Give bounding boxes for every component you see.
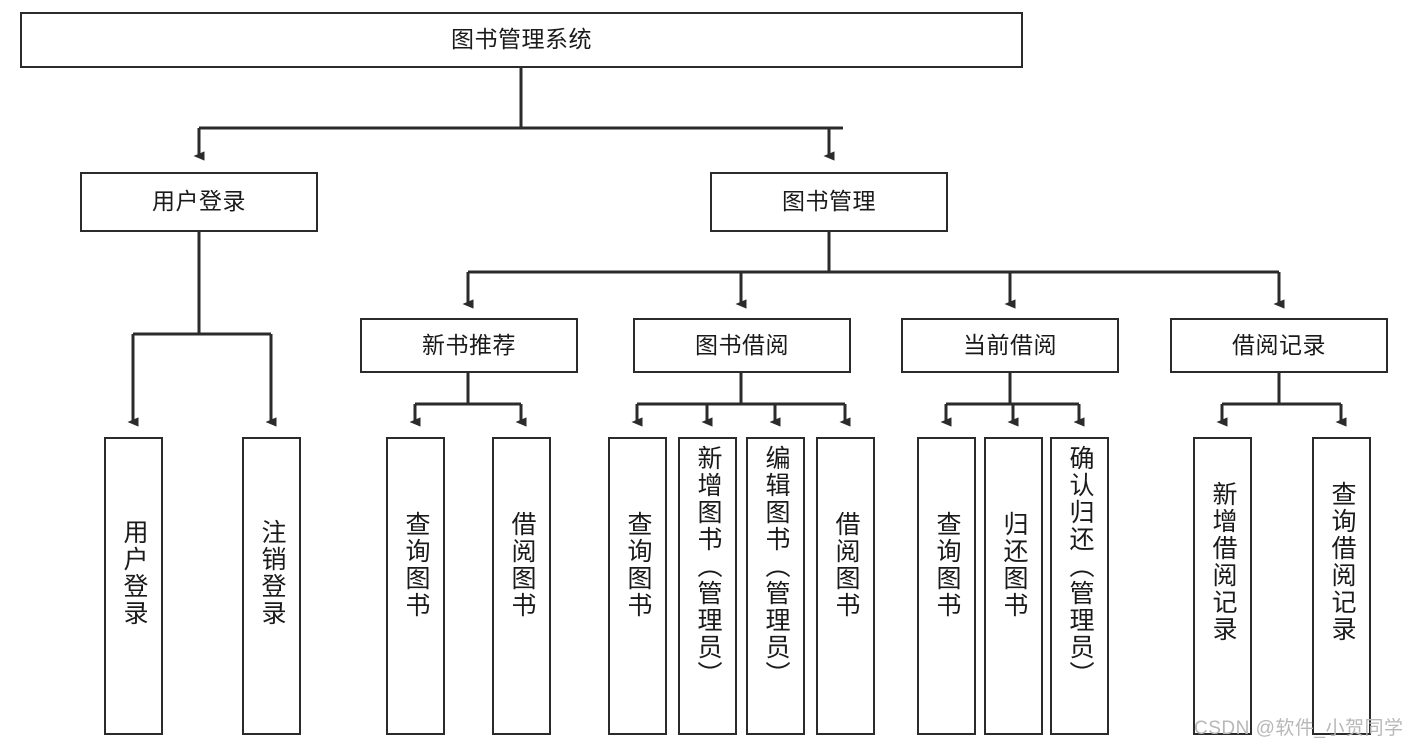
node-current-borrow-label: 当前借阅 (963, 331, 1057, 358)
leaf-query-borrow-record-label: 查询借阅记录 (1328, 481, 1356, 643)
leaf-query-book-borrow[interactable]: 查询图书 (608, 437, 667, 735)
node-borrow-record[interactable]: 借阅记录 (1170, 318, 1388, 373)
node-book-management[interactable]: 图书管理 (710, 172, 948, 232)
leaf-borrow-book-recommend-label: 借阅图书 (508, 511, 536, 619)
node-new-book-recommend[interactable]: 新书推荐 (360, 318, 578, 373)
leaf-query-book-current[interactable]: 查询图书 (917, 437, 976, 735)
leaf-logout[interactable]: 注销登录 (242, 437, 301, 735)
leaf-return-book[interactable]: 归还图书 (984, 437, 1043, 735)
node-user-login[interactable]: 用户登录 (80, 172, 318, 232)
node-book-management-label: 图书管理 (782, 188, 876, 215)
node-user-login-label: 用户登录 (152, 188, 246, 215)
leaf-user-login-label: 用户登录 (120, 519, 148, 627)
leaf-query-book-borrow-label: 查询图书 (624, 511, 652, 619)
node-root-label: 图书管理系统 (451, 26, 592, 53)
node-book-borrow[interactable]: 图书借阅 (633, 318, 851, 373)
leaf-query-book-recommend[interactable]: 查询图书 (386, 437, 445, 735)
node-book-borrow-label: 图书借阅 (695, 331, 789, 358)
node-borrow-record-label: 借阅记录 (1232, 331, 1326, 358)
leaf-confirm-return-admin-label: 确认归还（管理员） (1066, 445, 1094, 688)
node-current-borrow[interactable]: 当前借阅 (901, 318, 1119, 373)
leaf-borrow-book-label: 借阅图书 (832, 511, 860, 619)
leaf-add-book-admin-label: 新增图书（管理员） (694, 445, 722, 688)
leaf-return-book-label: 归还图书 (1000, 511, 1028, 619)
leaf-add-book-admin[interactable]: 新增图书（管理员） (678, 437, 737, 735)
node-new-book-recommend-label: 新书推荐 (422, 331, 516, 358)
leaf-query-book-current-label: 查询图书 (933, 511, 961, 619)
node-root[interactable]: 图书管理系统 (20, 12, 1023, 68)
leaf-logout-label: 注销登录 (258, 519, 286, 627)
leaf-edit-book-admin-label: 编辑图书（管理员） (762, 445, 790, 688)
leaf-confirm-return-admin[interactable]: 确认归还（管理员） (1050, 437, 1109, 735)
leaf-edit-book-admin[interactable]: 编辑图书（管理员） (746, 437, 805, 735)
leaf-borrow-book[interactable]: 借阅图书 (816, 437, 875, 735)
leaf-user-login[interactable]: 用户登录 (104, 437, 163, 735)
leaf-query-book-recommend-label: 查询图书 (402, 511, 430, 619)
leaf-add-borrow-record[interactable]: 新增借阅记录 (1193, 437, 1252, 735)
leaf-query-borrow-record[interactable]: 查询借阅记录 (1312, 437, 1371, 735)
leaf-add-borrow-record-label: 新增借阅记录 (1209, 481, 1237, 643)
watermark: CSDN @软件_小贺同学 (1194, 718, 1404, 739)
leaf-borrow-book-recommend[interactable]: 借阅图书 (492, 437, 551, 735)
